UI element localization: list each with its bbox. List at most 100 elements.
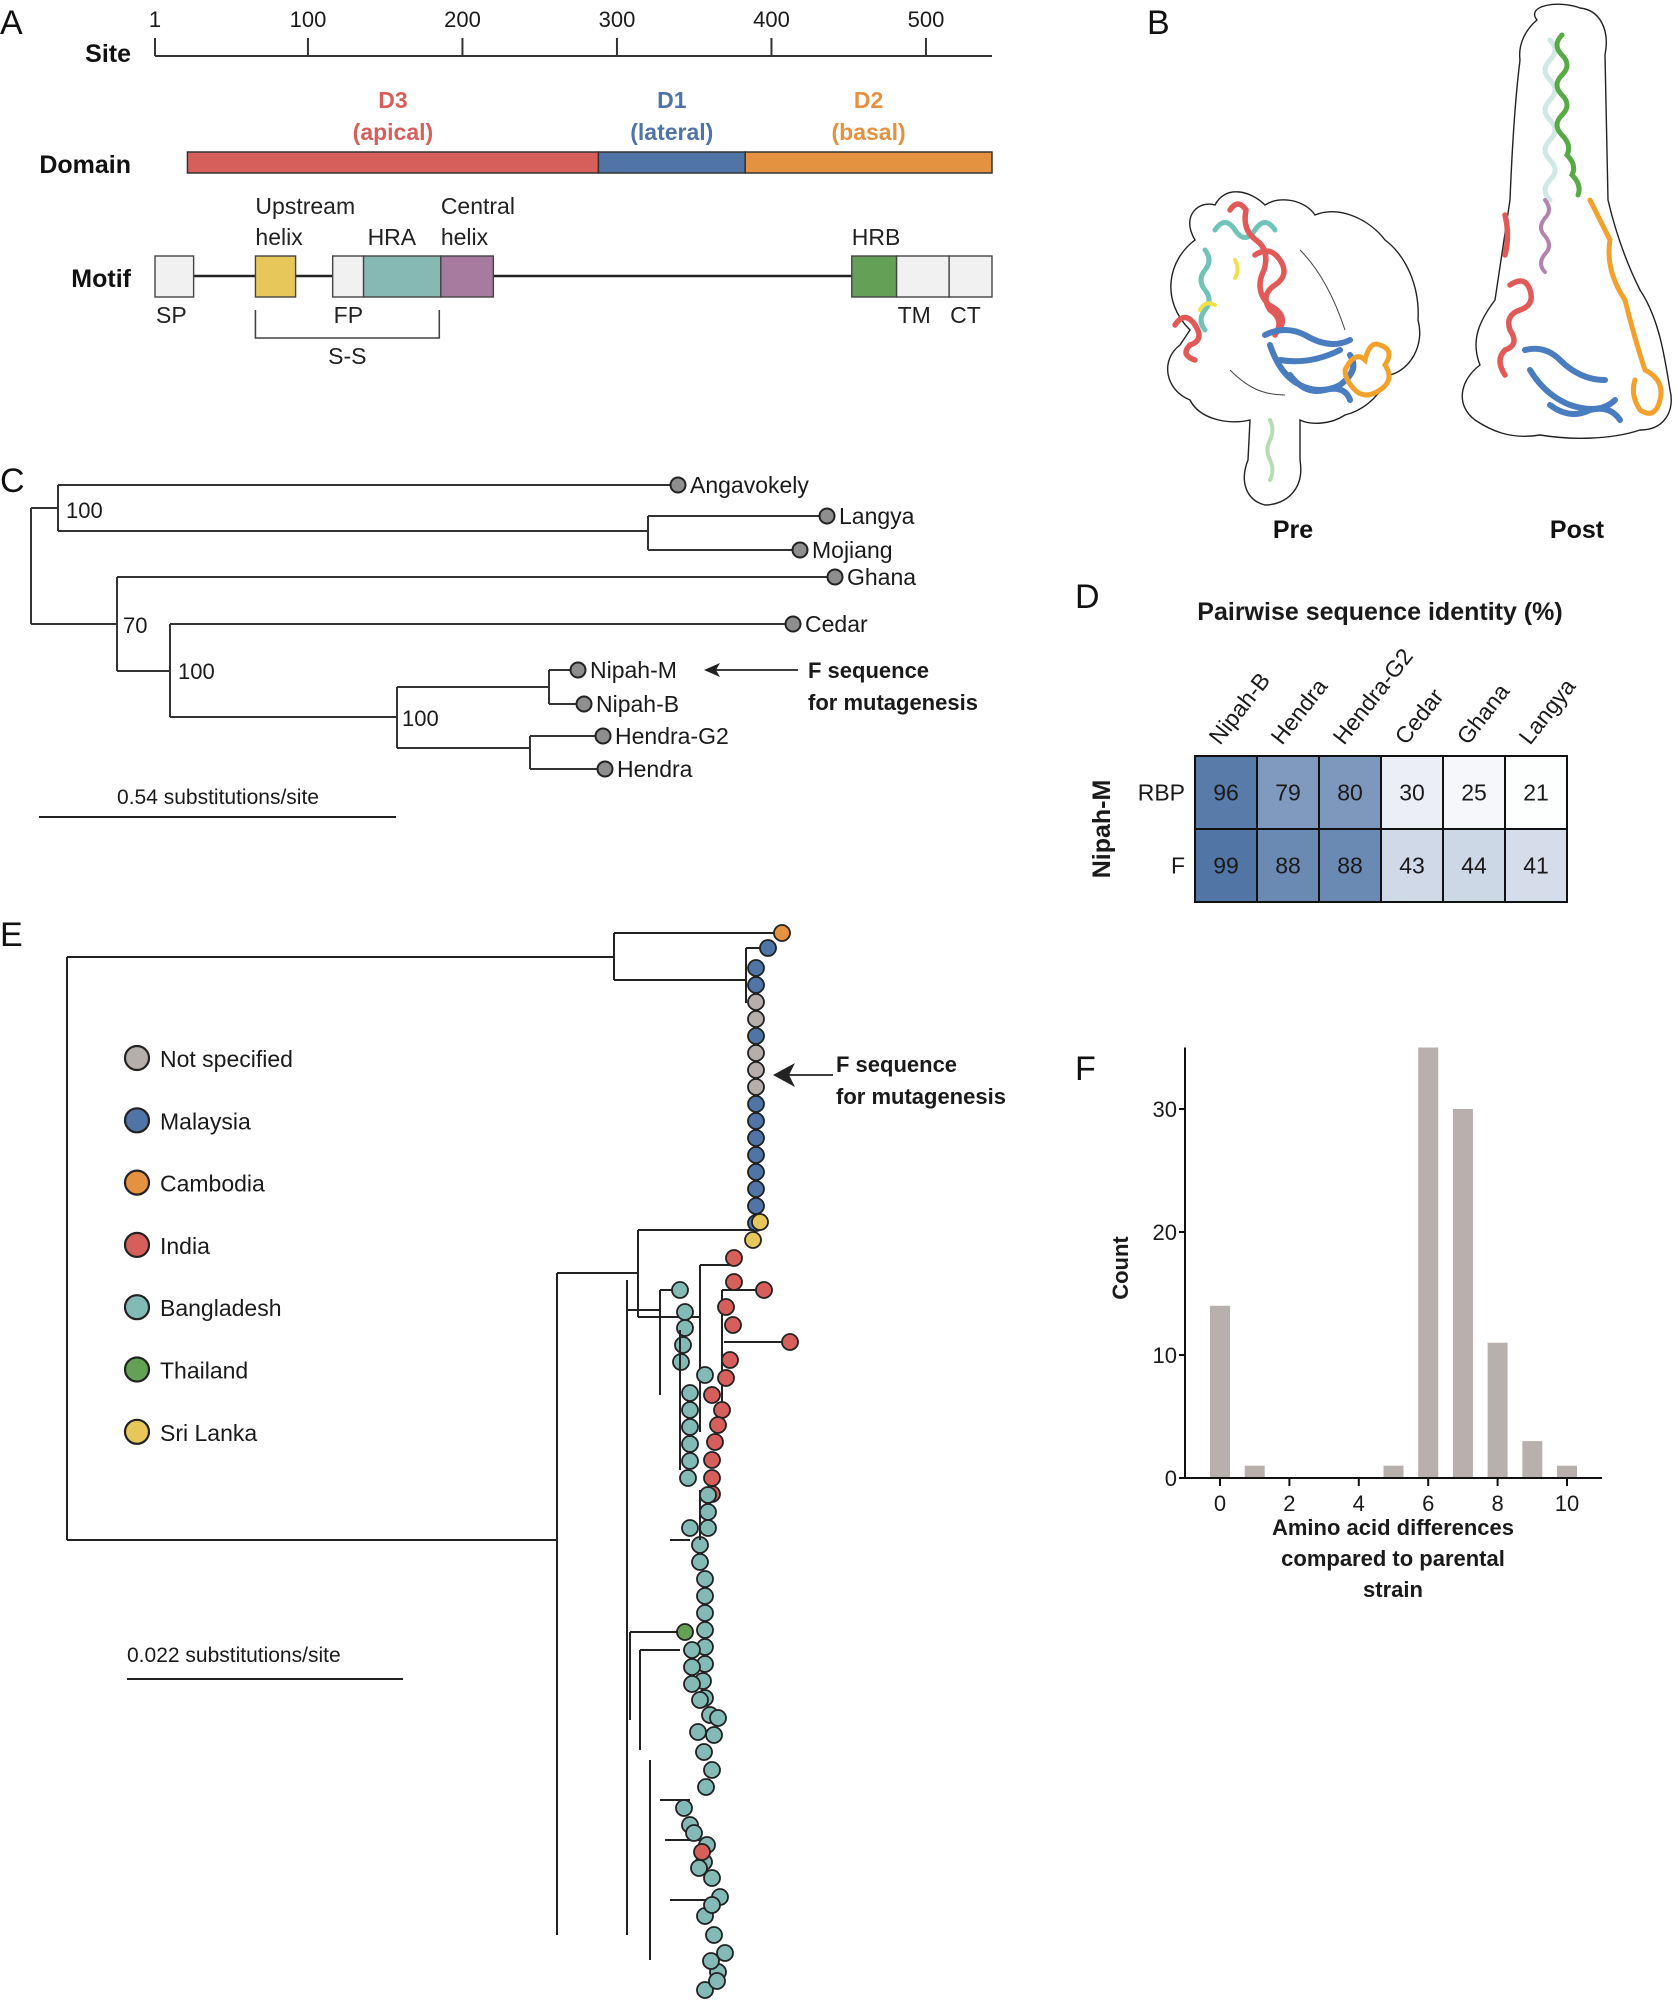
heatmap-cell-value: 96 xyxy=(1213,780,1239,806)
y-tick-label: 0 xyxy=(1165,1466,1177,1491)
tip-marker xyxy=(679,1469,697,1487)
phylogeny-henipavirus: AngavokelyLangyaMojiangGhanaCedarNipah-M… xyxy=(30,472,916,782)
tip-marker xyxy=(747,1197,765,1215)
tip-marker xyxy=(747,1112,765,1130)
tip-marker xyxy=(709,1709,727,1727)
post-hra-ribbon xyxy=(1542,37,1558,203)
tip-marker xyxy=(773,924,791,942)
post-d3-ribbon xyxy=(1497,212,1534,378)
domain-subtitle: (basal) xyxy=(832,119,906,145)
heatmap-column-label: Cedar xyxy=(1389,683,1448,749)
leaf-label: Nipah-B xyxy=(596,691,679,717)
tip-marker xyxy=(596,760,614,778)
tip-marker xyxy=(747,993,765,1011)
tip-marker xyxy=(713,1401,731,1419)
tip-marker xyxy=(755,1281,773,1299)
tip-marker xyxy=(569,661,587,679)
tip-marker xyxy=(708,1972,726,1990)
legend-swatch xyxy=(123,1169,151,1196)
x-axis-label-line3: strain xyxy=(1363,1577,1423,1602)
legend-swatch xyxy=(123,1231,151,1259)
heatmap-row-group-label: Nipah-M xyxy=(1088,780,1116,879)
heatmap-title: Pairwise sequence identity (%) xyxy=(1197,598,1562,626)
motif-label: CT xyxy=(950,302,981,328)
legend-label: Sri Lanka xyxy=(160,1420,257,1446)
x-axis-label-line2: compared to parental xyxy=(1281,1546,1505,1571)
legend-label: Cambodia xyxy=(160,1171,265,1197)
legend-swatch xyxy=(123,1418,151,1445)
tip-marker xyxy=(696,1604,714,1622)
tip-marker xyxy=(747,1044,765,1062)
pre-d1-ribbon xyxy=(1262,327,1357,403)
heatmap-cell-value: 88 xyxy=(1337,853,1363,879)
tip-marker xyxy=(747,1180,765,1198)
scale-bar-label: 0.022 substitutions/site xyxy=(127,1644,341,1667)
heatmap-cell-value: 21 xyxy=(1523,780,1549,806)
tip-marker xyxy=(703,1896,721,1914)
motif-label: SP xyxy=(156,302,187,328)
motif-box xyxy=(948,255,993,298)
tip-marker xyxy=(751,1213,769,1231)
heatmap-cell xyxy=(1194,755,1258,830)
tip-marker xyxy=(703,1386,721,1404)
domain-name: D3 xyxy=(378,87,407,113)
tip-marker xyxy=(784,615,802,633)
tip-marker xyxy=(685,1824,703,1842)
tip-marker xyxy=(691,1691,709,1709)
leaf-label: Cedar xyxy=(805,611,868,637)
tip-marker xyxy=(681,1384,699,1402)
motif-label: helix xyxy=(255,224,303,250)
heatmap-cell xyxy=(1442,755,1506,830)
x-tick-label: 2 xyxy=(1283,1491,1295,1516)
histogram-bar xyxy=(1487,1342,1508,1478)
heatmap-column-label: Hendra xyxy=(1265,673,1332,749)
panel-label-c: C xyxy=(0,462,25,500)
postfusion-label: Post xyxy=(1550,516,1605,544)
pre-d2-ribbon xyxy=(1342,341,1392,398)
leaf-label: Hendra-G2 xyxy=(615,723,729,749)
site-tick-label: 400 xyxy=(753,7,790,32)
heatmap-cell xyxy=(1442,828,1506,903)
motif-row-label: Motif xyxy=(71,265,131,293)
motif-label: helix xyxy=(441,224,489,250)
histogram-bar xyxy=(1244,1465,1265,1478)
domain-segment xyxy=(597,151,746,174)
motif-box xyxy=(331,255,365,298)
motif-box xyxy=(254,255,297,298)
site-row-label: Site xyxy=(85,40,131,68)
heatmap-cell-value: 30 xyxy=(1399,780,1425,806)
domain-name: D1 xyxy=(657,87,687,113)
domain-name: D2 xyxy=(854,87,883,113)
tip-marker xyxy=(696,1570,714,1588)
bootstrap-value: 70 xyxy=(123,613,147,638)
motif-label: Central xyxy=(441,193,515,219)
motif-label: HRA xyxy=(368,224,417,250)
heatmap-cell-value: 44 xyxy=(1461,853,1487,879)
motif-label: Upstream xyxy=(255,193,355,219)
bootstrap-value: 100 xyxy=(66,498,103,523)
leaf-label: Hendra xyxy=(617,756,693,782)
pre-surface-crease xyxy=(1229,369,1286,396)
tip-marker xyxy=(747,959,765,977)
x-axis-label-line1: Amino acid differences xyxy=(1272,1515,1514,1540)
motif-box xyxy=(851,255,898,298)
panel-label-b: B xyxy=(1147,4,1170,42)
tip-marker xyxy=(744,1231,762,1249)
motif-box xyxy=(154,255,195,298)
histogram-bar xyxy=(1522,1441,1543,1478)
tip-marker xyxy=(690,1859,708,1877)
tip-marker xyxy=(683,1641,701,1659)
tip-marker xyxy=(691,1553,709,1571)
tip-marker xyxy=(681,1519,699,1537)
leaf-label: Mojiang xyxy=(812,537,893,563)
heatmap-column-label: Langya xyxy=(1513,673,1580,749)
tip-marker xyxy=(675,1799,693,1817)
leaf-label: Angavokely xyxy=(690,472,809,498)
tip-marker xyxy=(702,1952,720,1970)
x-tick-label: 8 xyxy=(1491,1491,1503,1516)
panel-d: D Pairwise sequence identity (%) Nipah-M… xyxy=(1075,578,1581,903)
heatmap-cell-value: 79 xyxy=(1275,780,1301,806)
motif-label: HRB xyxy=(852,224,901,250)
